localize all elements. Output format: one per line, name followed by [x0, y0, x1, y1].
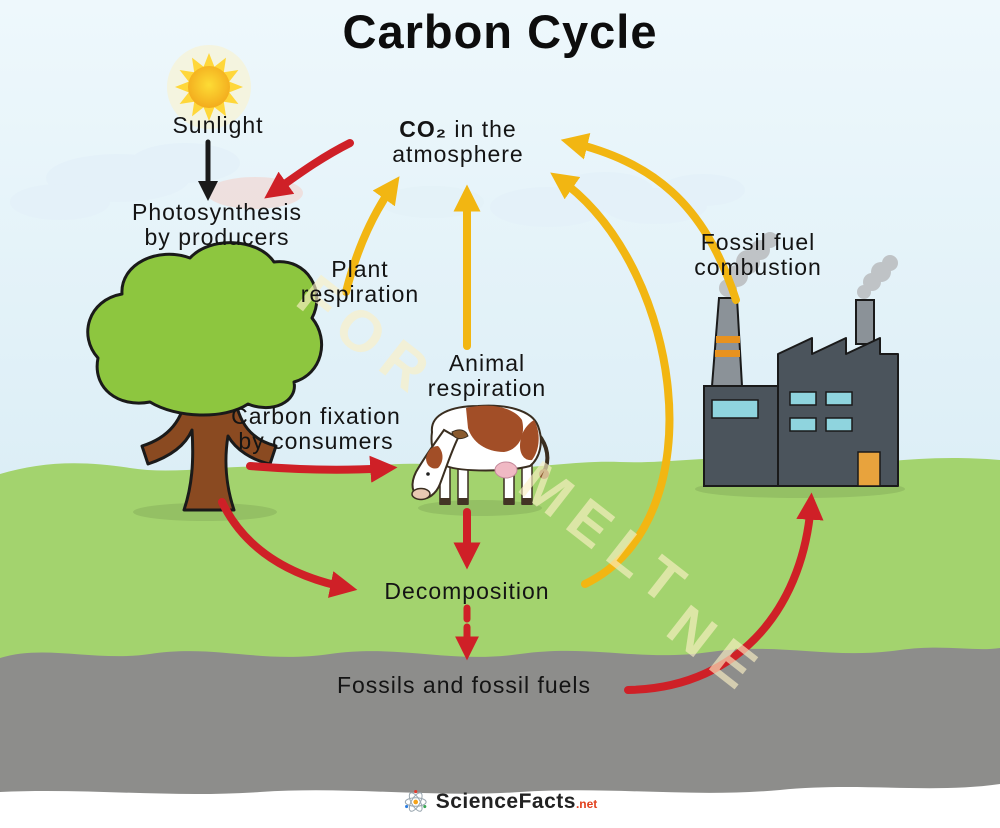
- tree-foliage: [86, 241, 324, 417]
- cow-ear: [451, 429, 469, 440]
- cow-udder: [494, 461, 518, 479]
- arrow-fossils-to-factory: [624, 492, 824, 694]
- factory-door: [857, 451, 881, 487]
- arrow-co2-to-photosynthesis: [264, 139, 354, 199]
- smokestack-stripe: [715, 350, 740, 357]
- co2-formula: CO₂: [399, 116, 448, 142]
- cow-head-patch: [426, 446, 443, 469]
- page-title: Carbon Cycle: [342, 5, 658, 58]
- label-plant-respiration: Plant respiration: [300, 256, 420, 307]
- cow-illustration: [411, 404, 550, 505]
- smokestack-stripe: [716, 336, 740, 343]
- arrow-tree-to-decomposition: [218, 498, 358, 598]
- cow-patch: [520, 420, 539, 461]
- arrow-carbon-fixation: [246, 455, 398, 483]
- tree-trunk: [140, 390, 278, 512]
- tree-illustration: [86, 241, 324, 512]
- factory-window: [789, 417, 817, 432]
- soil-underground: [0, 647, 1000, 794]
- atom-icon: [404, 790, 427, 812]
- cow-tail-tuft: [539, 469, 549, 479]
- arrow-decomposition-to-co2: [550, 172, 674, 588]
- factory-window: [789, 391, 817, 406]
- label-decomposition: Decomposition: [384, 578, 550, 604]
- arrows: [198, 132, 824, 694]
- footer-brand: ScienceFacts.net: [403, 789, 598, 815]
- label-animal-respiration: Animal respiration: [427, 350, 547, 401]
- factory-window: [825, 417, 853, 432]
- arrow-plant-respiration-up: [342, 176, 400, 296]
- factory-window: [825, 391, 853, 406]
- label-sunlight: Sunlight: [172, 112, 264, 138]
- cow-patch: [466, 405, 524, 452]
- label-fossils: Fossils and fossil fuels: [336, 672, 592, 698]
- brand-text: ScienceFacts.net: [435, 790, 598, 813]
- factory-smokestack-right: [855, 299, 875, 345]
- factory-window: [711, 399, 759, 419]
- label-co2-atmosphere: CO₂ in the atmosphere: [392, 116, 524, 167]
- sun-icon: [167, 45, 251, 129]
- label-photosynthesis: Photosynthesis by producers: [132, 199, 302, 250]
- arrow-combustion-to-co2: [560, 132, 740, 304]
- label-carbon-fixation: Carbon fixation by consumers: [231, 403, 401, 454]
- cow-eye: [426, 472, 430, 476]
- label-fossil-fuel-combustion: Fossil fuel combustion: [694, 229, 822, 280]
- factory-building-right: [777, 337, 899, 487]
- cow-muzzle: [411, 487, 431, 501]
